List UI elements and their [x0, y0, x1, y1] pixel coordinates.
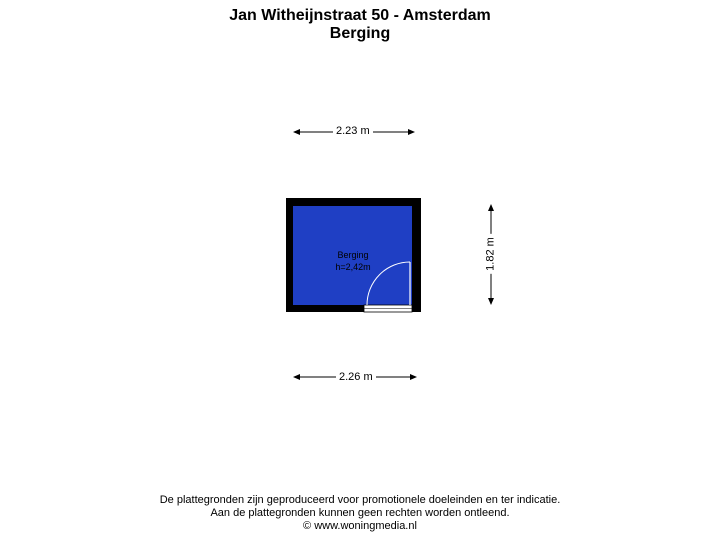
plan-subtitle: Berging [329, 25, 391, 42]
disclaimer-line-2: Aan de plattegronden kunnen geen rechten… [210, 507, 510, 519]
disclaimer-line-1: De plattegronden zijn geproduceerd voor … [159, 494, 561, 506]
copyright-line: © www.woningmedia.nl [303, 520, 417, 532]
door-opening [363, 304, 413, 313]
dimension-bottom-label: 2.26 m [336, 371, 376, 384]
dimension-right-label: 1.82 m [484, 234, 498, 274]
room-name-label: Berging [337, 250, 369, 260]
plan-title: Jan Witheijnstraat 50 - Amsterdam [229, 7, 491, 24]
door-swing [366, 261, 411, 306]
room-floor [293, 206, 412, 305]
dimension-top-label: 2.23 m [333, 125, 373, 138]
room-height-label: h=2,42m [335, 262, 371, 272]
